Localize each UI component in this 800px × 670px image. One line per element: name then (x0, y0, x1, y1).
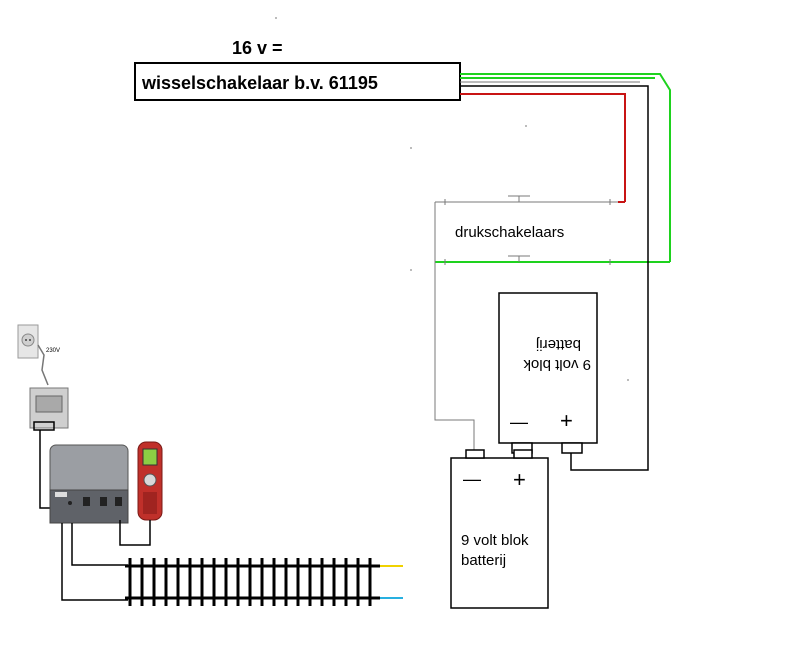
push-button-marks (275, 17, 629, 381)
battery-bottom: — + 9 volt blok batterij (450, 449, 549, 609)
battery-top-line2: batterij (536, 336, 581, 353)
socket-cable (37, 344, 49, 386)
socket-voltage: 230V (46, 348, 60, 354)
model-railway-track (125, 558, 403, 606)
battery-bottom-line2: batterij (461, 552, 506, 569)
transformer-cable (39, 430, 52, 509)
transformer (29, 387, 69, 431)
wall-socket: 230V (17, 324, 60, 359)
switch-box-label: wisselschakelaar b.v. 61195 (141, 73, 378, 93)
battery-bottom-plus: + (513, 467, 526, 492)
red-wire (460, 93, 626, 203)
track-wiring (61, 520, 151, 601)
grey-wire-upper (434, 81, 640, 452)
black-wire-right (460, 85, 649, 471)
battery-top-plus: + (560, 408, 573, 433)
switch-box: wisselschakelaar b.v. 61195 (134, 62, 461, 101)
voltage-label: 16 v = (232, 38, 283, 58)
battery-bottom-minus: — (463, 469, 481, 489)
battery-bottom-line1: 9 volt blok (461, 532, 529, 549)
green-wire (435, 73, 671, 263)
battery-top: 9 volt blok batterij — + (498, 292, 598, 454)
push-buttons-label: drukschakelaars (455, 224, 564, 241)
handheld-controller (137, 441, 163, 521)
control-unit (49, 444, 129, 524)
battery-top-minus: — (510, 412, 528, 432)
battery-top-line1: 9 volt blok (523, 356, 591, 373)
